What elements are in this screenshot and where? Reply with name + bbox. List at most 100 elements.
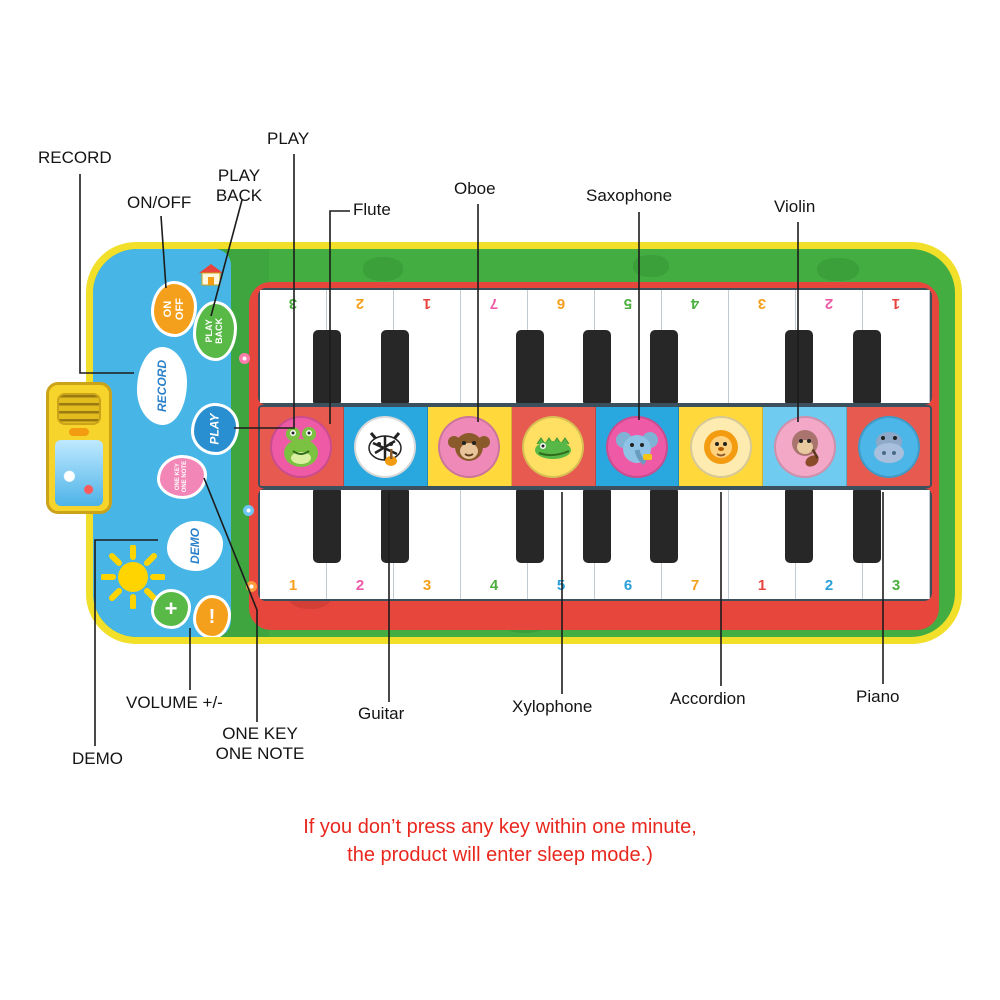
key-number: 1 [891, 295, 901, 312]
key-number: 3 [891, 577, 901, 594]
volume-up-label: + [164, 596, 178, 621]
black-key [785, 490, 813, 563]
play-label: PLAY [208, 413, 222, 445]
key-number: 1 [422, 295, 432, 312]
record-button: RECORD [137, 347, 187, 425]
on-off-label-on: ON [161, 300, 174, 318]
frog-icon [284, 426, 319, 467]
key-number: 4 [690, 295, 700, 312]
callout-play-back-line1: PLAY [217, 166, 261, 185]
instrument-circle [522, 415, 585, 478]
instrument-circle [857, 415, 920, 478]
instrument-button-accordion [679, 407, 764, 486]
flower-icon [243, 505, 254, 516]
callout-violin: Violin [774, 197, 816, 216]
play-back-label-2: BACK [214, 318, 224, 344]
key-number: 5 [623, 295, 633, 312]
one-key-label-2: ONE NOTE [182, 461, 188, 493]
key-number: 2 [824, 577, 834, 594]
black-key [785, 330, 813, 403]
instrument-button-flute [260, 407, 344, 486]
puzzle-texture [633, 255, 669, 277]
key-number: 6 [623, 577, 633, 594]
callout-flute: Flute [353, 200, 391, 219]
sleep-mode-warning: If you don’t press any key within one mi… [0, 813, 1000, 869]
callout-record: RECORD [38, 148, 112, 167]
instrument-circle [270, 415, 333, 478]
one-key-label-1: ONE KEY [175, 463, 182, 491]
key-number: 3 [422, 577, 432, 594]
monkey-with-violin-icon [791, 429, 819, 467]
on-off-button: ON OFF [151, 281, 197, 337]
black-key [583, 330, 611, 403]
hippo-icon [873, 431, 904, 463]
black-key [650, 330, 678, 403]
key-number: 2 [824, 295, 834, 312]
key-number: 2 [355, 577, 365, 594]
volume-down-button: ! [193, 595, 231, 637]
key-number: 1 [288, 577, 298, 594]
puzzle-texture [817, 258, 859, 281]
instrument-strip [258, 405, 932, 488]
instrument-circle [689, 415, 752, 478]
black-key [313, 330, 341, 403]
flower-icon [246, 581, 257, 592]
speaker-label-sticker [55, 440, 103, 506]
black-key [853, 490, 881, 563]
lion-icon [703, 429, 738, 464]
instrument-button-saxophone [595, 407, 680, 486]
callout-one-key-line1: ONE KEY [222, 724, 298, 743]
mat-surface: ON OFF PLAY BACK RECORD PLAY ONE KEY O [93, 249, 955, 637]
flower-icon [239, 353, 250, 364]
instrument-button-guitar [343, 407, 428, 486]
instrument-button-piano [847, 407, 930, 486]
callout-play: PLAY [267, 129, 310, 148]
play-button: PLAY [191, 403, 239, 455]
monkey-icon [448, 432, 491, 461]
sleep-mode-warning-line1: If you don’t press any key within one mi… [303, 816, 697, 838]
black-key [650, 490, 678, 563]
puzzle-texture [363, 257, 403, 281]
key-number: 7 [690, 577, 700, 594]
callout-xylophone: Xylophone [512, 697, 593, 716]
black-key [516, 490, 544, 563]
callout-play-back-line2: BACK [215, 186, 263, 205]
key-number: 6 [556, 295, 566, 312]
key-number: 5 [556, 577, 566, 594]
one-key-one-note-button: ONE KEY ONE NOTE [157, 455, 207, 499]
black-key [516, 330, 544, 403]
callout-demo: DEMO [72, 749, 123, 768]
callout-on-off: ON/OFF [127, 193, 192, 212]
callout-oboe: Oboe [454, 179, 496, 198]
key-number: 2 [355, 295, 365, 312]
volume-down-label: ! [208, 605, 216, 628]
piano-play-mat: ON OFF PLAY BACK RECORD PLAY ONE KEY O [86, 242, 962, 644]
black-key [583, 490, 611, 563]
key-number: 3 [757, 295, 767, 312]
callout-one-key: ONE KEY ONE NOTE [202, 724, 318, 764]
callout-one-key-line2: ONE NOTE [215, 744, 305, 763]
black-key [313, 490, 341, 563]
black-key [381, 490, 409, 563]
callout-volume: VOLUME +/- [126, 693, 223, 712]
zebra-icon [368, 431, 403, 466]
speaker-grille-icon [57, 393, 101, 425]
black-key [853, 330, 881, 403]
demo-label: DEMO [188, 528, 202, 564]
sleep-mode-warning-line2: the product will enter sleep mode.) [347, 844, 653, 866]
on-off-label-off: OFF [174, 298, 186, 320]
black-key [381, 330, 409, 403]
key-number: 1 [757, 577, 767, 594]
instrument-circle [605, 415, 668, 478]
instrument-circle [354, 415, 417, 478]
instrument-circle [438, 415, 501, 478]
elephant-icon [615, 431, 658, 465]
keyboard-top: 3 2 1 7 6 5 4 3 2 1 [258, 288, 932, 405]
key-number: 4 [489, 577, 499, 594]
speaker-module [46, 382, 112, 514]
instrument-circle [773, 415, 836, 478]
crocodile-icon [535, 436, 572, 459]
instrument-button-violin [763, 407, 848, 486]
callout-piano: Piano [856, 687, 900, 706]
